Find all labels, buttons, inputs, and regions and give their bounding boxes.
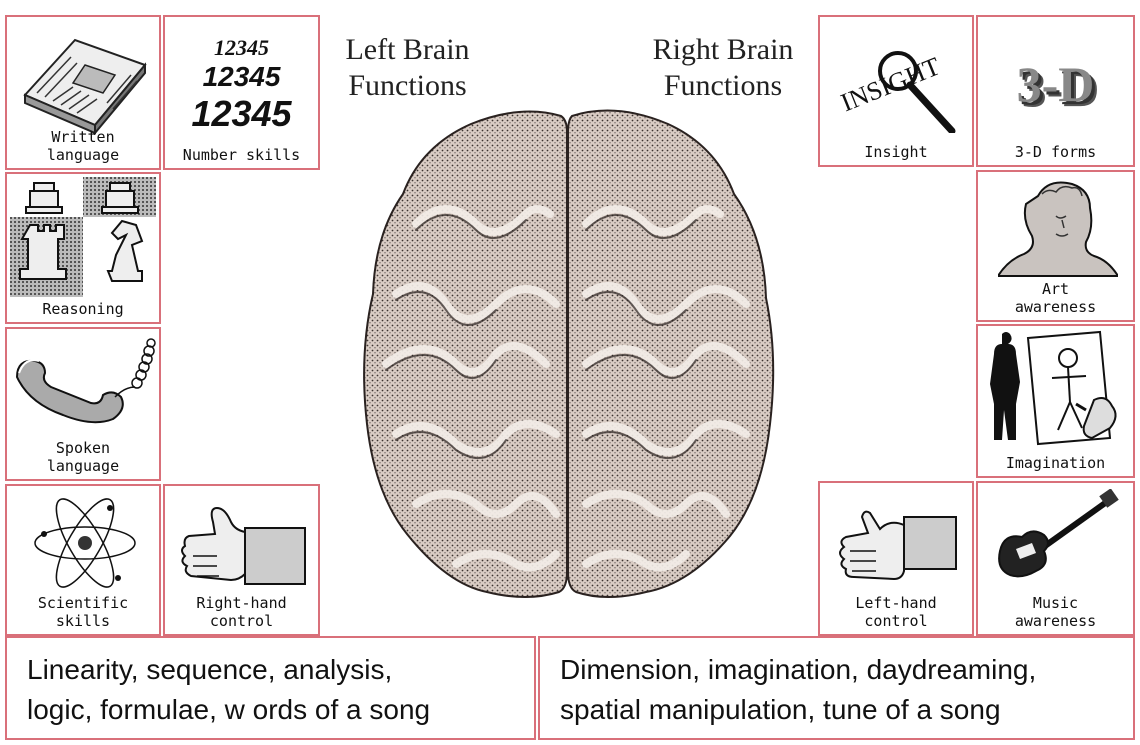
telephone-icon [15,338,156,424]
card-scientific-skills: Scientific skills [5,484,161,636]
right-summary-text: Dimension, imagination, daydreaming, spa… [560,654,1037,725]
electric-guitar-icon [998,489,1119,578]
card-spoken-language: Spoken language [5,327,161,481]
right-hand-control-label: Right-hand control [196,594,287,630]
magnifying-glass-icon: INSIGHT [837,51,956,133]
reasoning-label: Reasoning [42,300,124,318]
card-reasoning: Reasoning [5,172,161,324]
left-summary-text: Linearity, sequence, analysis, logic, fo… [27,654,431,725]
number-sample-small: 12345 [214,35,269,60]
card-music-awareness: Music awareness [976,481,1135,636]
insight-label: Insight [864,143,928,161]
imagination-label: Imagination [1005,454,1106,472]
left-hand-control-label: Left-hand control [855,594,937,630]
written-language-label: Written language [46,128,120,164]
atom-icon [34,498,136,588]
left-brain-heading: Left Brain Functions [345,33,470,102]
spoken-language-label: Spoken language [46,439,120,475]
card-left-hand-control: Left-hand control [818,481,974,636]
pointing-hand-icon [839,510,957,581]
right-summary-box: Dimension, imagination, daydreaming, spa… [538,636,1135,740]
brain-illustration [363,109,775,598]
card-imagination: Imagination [976,324,1135,478]
card-right-hand-control: Right-hand control [163,484,320,636]
number-sample-medium: 12345 [202,61,281,92]
art-awareness-label: Art awareness [1014,280,1097,316]
card-number-skills: 12345 12345 12345 Number skills [163,15,320,170]
number-sample-large: 12345 [191,93,292,134]
card-art-awareness: Art awareness [976,170,1135,322]
left-summary-box: Linearity, sequence, analysis, logic, fo… [5,636,536,740]
newspaper-icon [23,38,147,135]
statue-bust-icon [998,181,1118,277]
thumbs-up-hand-icon [181,506,306,585]
imagination-drawing-icon [990,330,1117,446]
right-hemisphere [567,109,775,598]
chess-pieces-icon [10,177,156,297]
scientific-skills-label: Scientific skills [37,594,129,630]
right-brain-heading: Right Brain Functions [652,33,794,102]
card-insight: INSIGHT Insight [818,15,974,167]
music-awareness-label: Music awareness [1014,594,1097,630]
number-skills-label: Number skills [182,146,301,164]
card-written-language: Written language [5,15,161,170]
card-3d-forms: 3-D 3-D forms [976,15,1135,167]
left-hemisphere [363,110,568,598]
3d-forms-label: 3-D forms [1014,143,1097,161]
3d-glyph: 3-D [1016,56,1095,112]
